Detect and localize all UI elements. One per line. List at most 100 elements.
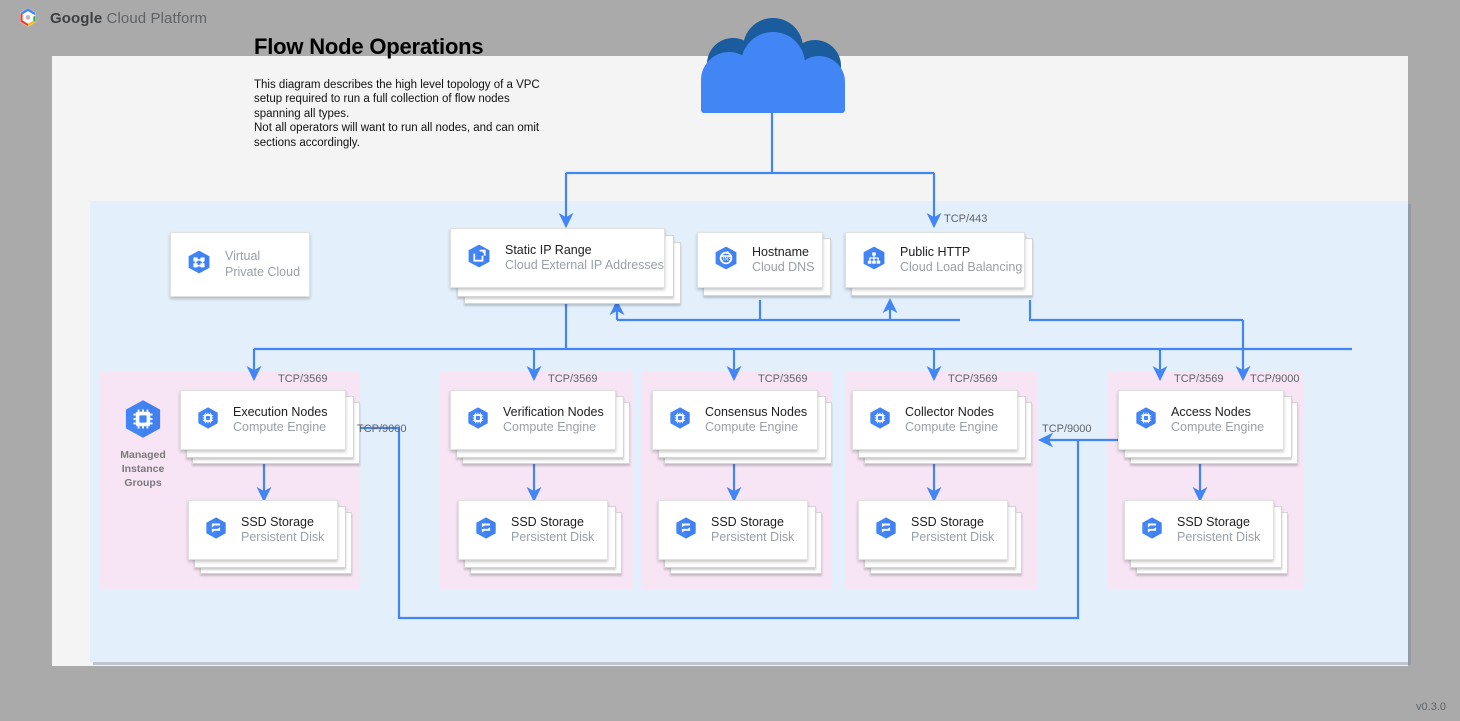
card-ssd-storage-execution[interactable]: SSD Storage Persistent Disk [188, 500, 352, 574]
card-face: SSD Storage Persistent Disk [458, 500, 608, 560]
card-text: Verification Nodes Compute Engine [503, 405, 604, 436]
card-text: SSD Storage Persistent Disk [511, 515, 594, 546]
card-title: SSD Storage [1177, 514, 1250, 529]
card-title: Execution Nodes [233, 404, 328, 419]
label-tcp3569-consensus: TCP/3569 [758, 373, 808, 385]
gcp-brand-rest: Cloud Platform [102, 9, 208, 27]
card-title: SSD Storage [711, 514, 784, 529]
card-title: SSD Storage [241, 514, 314, 529]
card-text: SSD Storage Persistent Disk [911, 515, 994, 546]
card-face: SSD Storage Persistent Disk [188, 500, 338, 560]
card-ssd-storage-access[interactable]: SSD Storage Persistent Disk [1124, 500, 1288, 574]
card-ssd-storage-collector[interactable]: SSD Storage Persistent Disk [858, 500, 1022, 574]
card-face: Access Nodes Compute Engine [1118, 390, 1284, 450]
card-subtitle: Persistent Disk [911, 530, 995, 544]
version-label: v0.3.0 [1416, 701, 1446, 713]
card-subtitle: Persistent Disk [511, 530, 595, 544]
card-text: Access Nodes Compute Engine [1171, 405, 1264, 436]
card-verification-nodes[interactable]: Verification Nodes Compute Engine [450, 390, 630, 464]
card-face: Virtual Private Cloud [170, 232, 310, 297]
label-tcp3569-execution: TCP/3569 [278, 373, 328, 385]
card-ssd-storage-consensus[interactable]: SSD Storage Persistent Disk [658, 500, 822, 574]
compute-engine-icon [195, 405, 221, 436]
card-subtitle: Compute Engine [905, 420, 999, 434]
card-face: SSD Storage Persistent Disk [658, 500, 808, 560]
label-tcp3569-collector: TCP/3569 [948, 373, 998, 385]
card-static-ip-range[interactable]: Static IP Range Cloud External IP Addres… [450, 228, 681, 304]
card-subtitle: Cloud External IP Addresses [505, 258, 664, 272]
managed-instance-group-icon [120, 396, 166, 447]
card-face: Consensus Nodes Compute Engine [652, 390, 818, 450]
card-collector-nodes[interactable]: Collector Nodes Compute Engine [852, 390, 1032, 464]
card-subtitle: Persistent Disk [1177, 530, 1261, 544]
card-subtitle: Private Cloud [225, 264, 301, 279]
card-text: Hostname Cloud DNS [752, 245, 815, 276]
card-text: SSD Storage Persistent Disk [1177, 515, 1260, 546]
label-tcp443: TCP/443 [944, 213, 988, 225]
card-text: Static IP Range Cloud External IP Addres… [505, 243, 664, 274]
google-cloud-hexagon-logo-icon [16, 6, 40, 30]
card-text: Collector Nodes Compute Engine [905, 405, 998, 436]
card-title: Collector Nodes [905, 404, 994, 419]
card-face: DNS Hostname Cloud DNS [697, 232, 823, 288]
external-ip-icon [465, 242, 493, 275]
label-tcp9000-access-in: TCP/9000 [1250, 373, 1300, 385]
card-text: SSD Storage Persistent Disk [711, 515, 794, 546]
card-face: Collector Nodes Compute Engine [852, 390, 1018, 450]
card-title: Virtual [225, 249, 261, 263]
diagram-description: This diagram describes the high level to… [254, 79, 540, 149]
svg-text:DNS: DNS [720, 256, 731, 262]
label-tcp9000-execution-in: TCP/9000 [357, 423, 407, 435]
card-face: Public HTTP Cloud Load Balancing [845, 232, 1025, 288]
persistent-disk-icon [473, 515, 499, 546]
card-text: Public HTTP Cloud Load Balancing [900, 245, 1022, 276]
card-text: Execution Nodes Compute Engine [233, 405, 328, 436]
gcp-brand-bold: Google [50, 9, 103, 27]
wire-publichttp-right-leg [1028, 300, 1243, 322]
card-virtual-private-cloud[interactable]: Virtual Private Cloud [170, 232, 310, 297]
card-access-nodes[interactable]: Access Nodes Compute Engine [1118, 390, 1298, 464]
card-text: Virtual Private Cloud [225, 249, 300, 280]
card-face: Execution Nodes Compute Engine [180, 390, 346, 450]
card-subtitle: Compute Engine [503, 420, 597, 434]
virtual-private-cloud-icon [185, 248, 213, 281]
load-balancing-icon [860, 244, 888, 277]
persistent-disk-icon [203, 515, 229, 546]
label-tcp3569-verification: TCP/3569 [548, 373, 598, 385]
gcp-brand-text: Google Cloud Platform [50, 10, 207, 27]
card-subtitle: Cloud Load Balancing [900, 260, 1023, 274]
card-face: Verification Nodes Compute Engine [450, 390, 616, 450]
card-title: SSD Storage [511, 514, 584, 529]
card-ssd-storage-verification[interactable]: SSD Storage Persistent Disk [458, 500, 622, 574]
card-title: Access Nodes [1171, 404, 1251, 419]
card-title: Hostname [752, 244, 809, 259]
compute-engine-icon [667, 405, 693, 436]
card-subtitle: Persistent Disk [241, 530, 325, 544]
card-title: Static IP Range [505, 242, 592, 257]
card-execution-nodes[interactable]: Execution Nodes Compute Engine [180, 390, 360, 464]
diagram-title: Flow Node Operations [254, 34, 484, 59]
card-subtitle: Compute Engine [1171, 420, 1265, 434]
card-text: Consensus Nodes Compute Engine [705, 405, 807, 436]
persistent-disk-icon [673, 515, 699, 546]
card-title: Verification Nodes [503, 404, 604, 419]
wire-bottom-loop [397, 428, 1080, 620]
card-subtitle: Cloud DNS [752, 260, 815, 274]
card-public-http[interactable]: Public HTTP Cloud Load Balancing [845, 232, 1033, 296]
card-title: Public HTTP [900, 244, 971, 259]
compute-engine-icon [867, 405, 893, 436]
mig-badge-label: Managed Instance Groups [120, 449, 166, 489]
card-subtitle: Persistent Disk [711, 530, 795, 544]
card-text: SSD Storage Persistent Disk [241, 515, 324, 546]
cloud-dns-icon: DNS [712, 244, 740, 277]
card-hostname[interactable]: DNS Hostname Cloud DNS [697, 232, 831, 296]
compute-engine-icon [465, 405, 491, 436]
persistent-disk-icon [1139, 515, 1165, 546]
card-face: SSD Storage Persistent Disk [1124, 500, 1274, 560]
card-consensus-nodes[interactable]: Consensus Nodes Compute Engine [652, 390, 832, 464]
label-tcp3569-access: TCP/3569 [1174, 373, 1224, 385]
persistent-disk-icon [873, 515, 899, 546]
label-tcp9000-collector-in: TCP/9000 [1042, 423, 1092, 435]
